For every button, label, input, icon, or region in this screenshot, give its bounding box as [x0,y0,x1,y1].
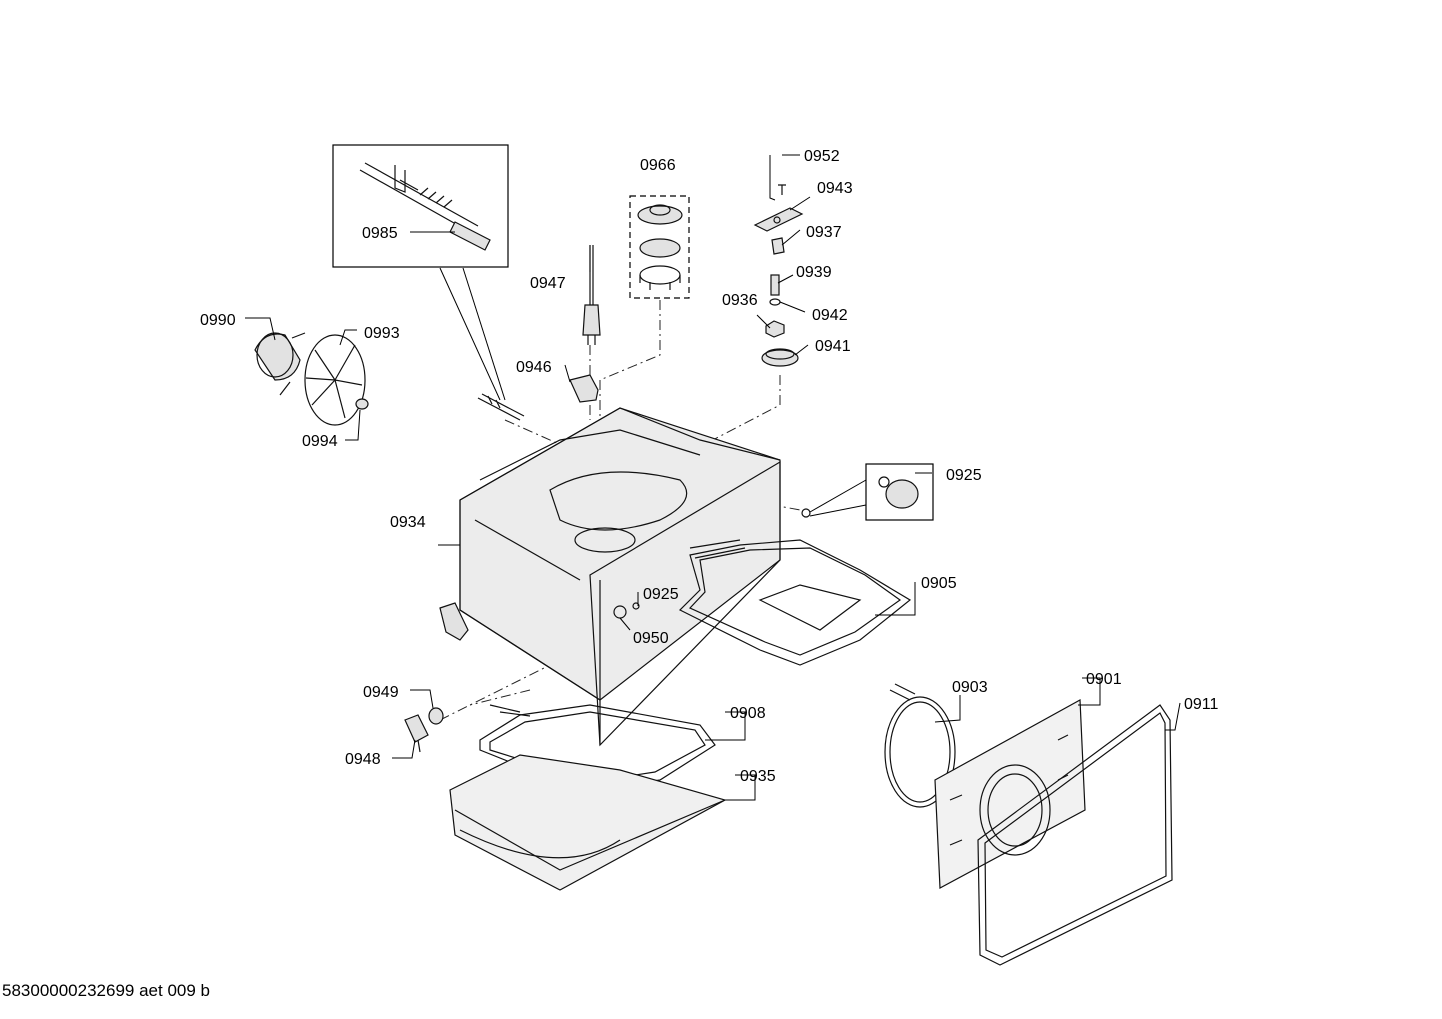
detail-box-sensor [332,144,509,401]
label-0905: 0905 [921,575,957,592]
bottom-heating-element [479,704,716,791]
label-0925-cavity: 0925 [643,586,679,603]
label-0943: 0943 [817,180,853,197]
label-0935: 0935 [740,768,776,785]
label-0949: 0949 [363,684,399,701]
label-0942: 0942 [812,307,848,324]
ring-heating-element [884,683,956,808]
label-0947: 0947 [530,275,566,292]
label-0950: 0950 [633,630,669,647]
label-0994: 0994 [302,433,338,450]
label-0901: 0901 [1086,671,1122,688]
label-0925-knob: 0925 [946,467,982,484]
fan-motor-group [254,332,369,426]
label-0908: 0908 [730,705,766,722]
label-0985: 0985 [362,225,398,242]
label-0946: 0946 [516,359,552,376]
label-0990: 0990 [200,312,236,329]
lamp-assembly [629,195,690,299]
insulation-mat [449,754,727,891]
lamp-holder-parts [404,707,444,753]
label-0936: 0936 [722,292,758,309]
label-0941: 0941 [815,338,851,355]
top-heating-element [678,539,912,666]
label-0939: 0939 [796,264,832,281]
sensor-installed [477,393,525,421]
label-0948: 0948 [345,751,381,768]
label-0911: 0911 [1184,696,1219,713]
door-seal [977,704,1173,966]
label-0993: 0993 [364,325,400,342]
back-panel [934,699,1086,889]
label-0934: 0934 [390,514,426,531]
label-0903: 0903 [952,679,988,696]
probe-and-bracket [569,245,601,403]
leader-lines [245,154,1181,801]
label-0952: 0952 [804,148,840,165]
document-id: 58300000232699 aet 009 b [2,981,210,1000]
oven-cavity [439,407,781,747]
top-fastening-parts [753,184,804,367]
detail-box-knob [801,463,934,521]
label-0966: 0966 [640,157,676,174]
label-0937: 0937 [806,224,842,241]
part-labels: 0985 0966 0952 0943 0937 0939 0936 0942 … [200,148,1219,785]
